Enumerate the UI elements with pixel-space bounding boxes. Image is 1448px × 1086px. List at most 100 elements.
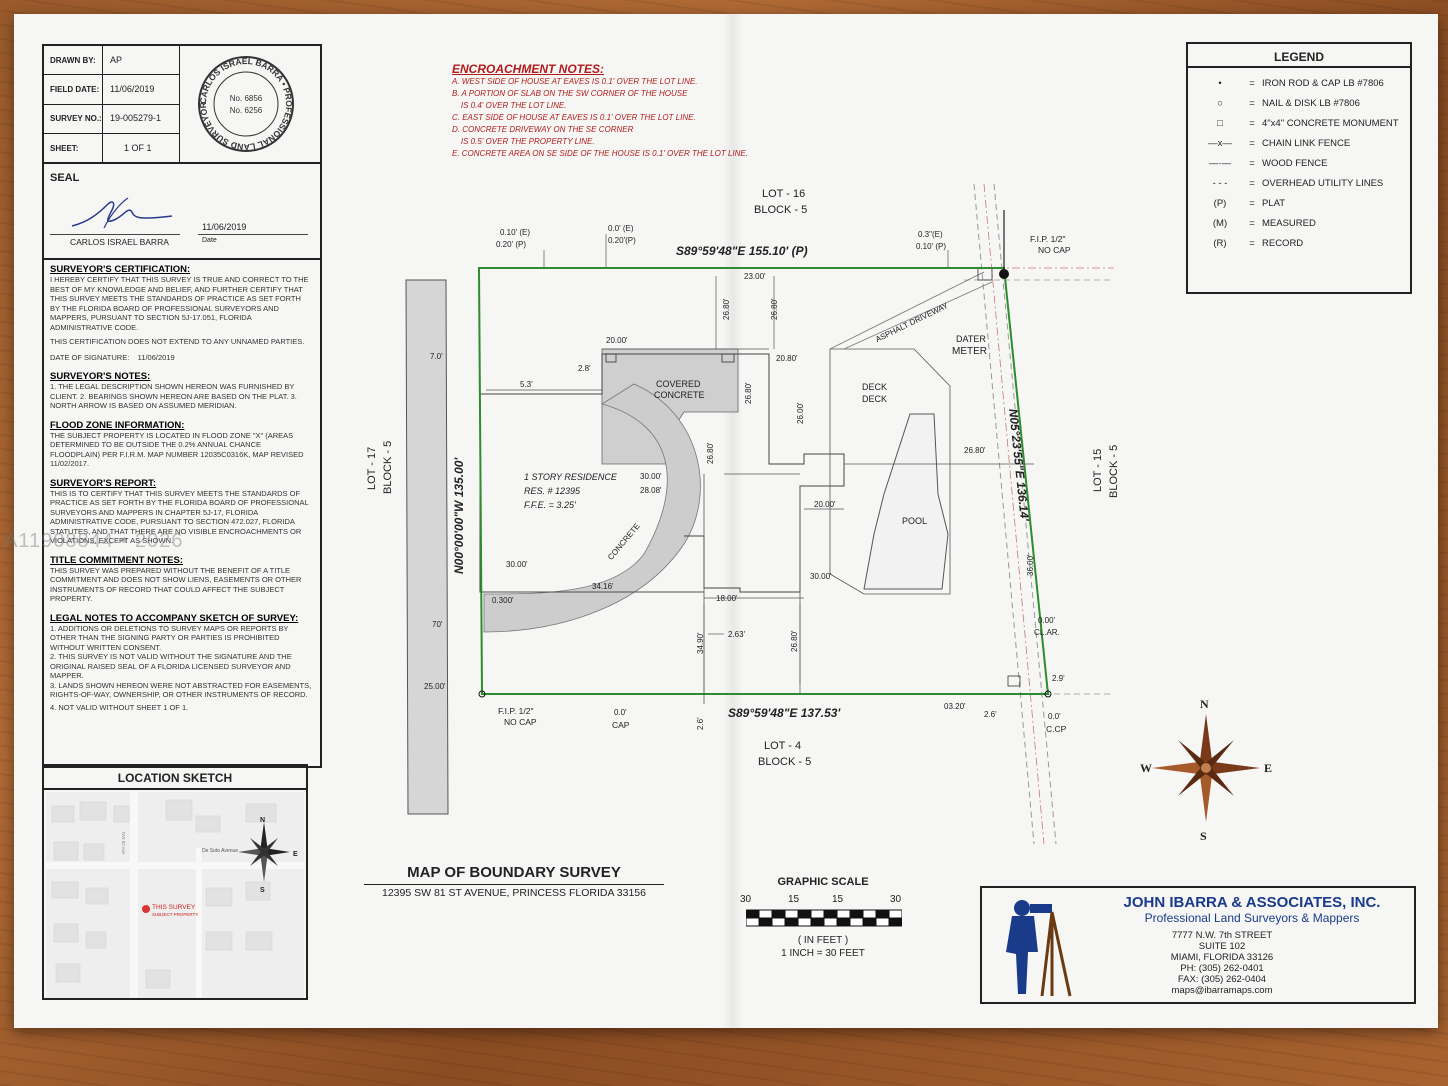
legend-text: IRON ROD & CAP LB #7806	[1262, 78, 1384, 89]
pool-label: POOL	[902, 516, 928, 526]
legend-row: —·—=WOOD FENCE	[1198, 158, 1328, 169]
block-west: BLOCK - 5	[382, 440, 394, 494]
dim-label: 0.20' (P)	[496, 240, 526, 249]
mini-compass: N E S	[238, 817, 298, 894]
map-title: MAP OF BOUNDARY SURVEY	[407, 864, 621, 881]
legend-equals: =	[1249, 238, 1255, 249]
cert-body: I HEREBY CERTIFY THAT THIS SURVEY IS TRU…	[50, 275, 309, 332]
company-box: JOHN IBARRA & ASSOCIATES, INC. Professio…	[980, 886, 1416, 1004]
compass-letter: S	[1200, 829, 1207, 842]
sheet-value: 1 OF 1	[124, 143, 152, 153]
legend-symbol: (R)	[1213, 238, 1227, 249]
scale-tick: 30	[890, 894, 902, 905]
scale-tick: 30	[740, 894, 752, 905]
dim-label: 70'	[432, 620, 443, 629]
seal-name: CARLOS ISRAEL BARRA	[70, 237, 169, 247]
concrete-label: CONCRETE	[654, 390, 705, 400]
map-marker-label: THIS SURVEY	[152, 904, 196, 911]
legend-equals: =	[1249, 98, 1255, 109]
notes-body: 1. THE LEGAL DESCRIPTION SHOWN HEREON WA…	[50, 382, 297, 410]
cert-date-label: DATE OF SIGNATURE:	[50, 352, 130, 362]
company-tagline: Professional Land Surveyors & Mappers	[1144, 911, 1360, 925]
dim-label: 0.300'	[492, 596, 514, 605]
site-plan-labels: S89°59'48"E 155.10' (P) S89°59'48"E 137.…	[344, 164, 1144, 844]
company-email[interactable]: maps@ibarramaps.com	[1171, 985, 1273, 996]
dim-label: 7.0'	[430, 352, 443, 361]
encroachment-title: ENCROACHMENT NOTES:	[452, 62, 604, 76]
company-city: MIAMI, FLORIDA 33126	[1170, 952, 1274, 963]
deck-label: DECK	[862, 382, 888, 392]
field-date-label: FIELD DATE:	[50, 85, 100, 94]
legend-equals: =	[1249, 138, 1255, 149]
legend-equals: =	[1249, 218, 1255, 229]
block-east: BLOCK - 5	[1108, 444, 1120, 498]
company-phone: PH: (305) 262-0401	[1180, 963, 1264, 974]
legend-equals: =	[1249, 198, 1255, 209]
covered-label: COVERED	[656, 379, 701, 389]
map-marker-sublabel: SUBJECT PROPERTY	[152, 912, 198, 917]
compass-letter: N	[260, 817, 265, 824]
cert-title: SURVEYOR'S CERTIFICATION:	[50, 264, 191, 275]
dim-label: 0.10' (E)	[500, 228, 530, 237]
title-commit-title: TITLE COMMITMENT NOTES:	[50, 554, 183, 566]
map-title-block: MAP OF BOUNDARY SURVEY 12395 SW 81 ST AV…	[364, 864, 664, 899]
dim-label: 34.16'	[592, 582, 614, 591]
stamp-number: No. 6256	[230, 106, 263, 115]
meter-label: METER	[952, 346, 987, 357]
street-label: NW 82 Ave	[121, 832, 126, 855]
dim-label: 2.8'	[578, 364, 591, 373]
legend-row: - - -=OVERHEAD UTILITY LINES	[1198, 178, 1384, 189]
dim-label: 2.63'	[728, 630, 746, 639]
notes-title: SURVEYOR'S NOTES:	[50, 371, 151, 382]
residence-number: RES. # 12395	[524, 486, 581, 496]
legend-row: •=IRON ROD & CAP LB #7806	[1198, 78, 1384, 89]
dim-label: 2.6'	[984, 710, 997, 719]
title-commit-body: THIS SURVEY WAS PREPARED WITHOUT THE BEN…	[50, 565, 302, 604]
dim-label: 18.00'	[716, 594, 738, 603]
dim-label: 26.80'	[722, 298, 731, 320]
legend-equals: =	[1249, 178, 1255, 189]
fip-ne-label: F.I.P. 1/2"	[1030, 234, 1066, 244]
company-fax: FAX: (305) 262-0404	[1177, 974, 1267, 985]
fip-sw-label: F.I.P. 1/2"	[498, 706, 534, 716]
scale-ratio: 1 INCH = 30 FEET	[781, 948, 865, 959]
dim-label: 20.80'	[776, 354, 798, 363]
lot-south: LOT - 4	[764, 740, 802, 752]
stamp-ring-text: CARLOS ISRAEL BARRA • PROFESSIONAL LAND …	[198, 56, 294, 152]
survey-no-label: SURVEY NO.:	[50, 114, 102, 123]
encroachment-item: C. EAST SIDE OF HOUSE AT EAVES IS 0.1' O…	[452, 113, 696, 122]
dim-label: 0.0'	[1048, 712, 1061, 721]
ffe-label: F.F.E. = 3.25'	[524, 500, 576, 510]
legend-text: WOOD FENCE	[1262, 158, 1328, 169]
driveway-label: ASPHALT DRIVEWAY	[874, 301, 950, 345]
report-title: SURVEYOR'S REPORT:	[50, 477, 157, 489]
legend-symbol: (M)	[1212, 218, 1228, 229]
flood-title: FLOOD ZONE INFORMATION:	[50, 419, 185, 431]
block-south: BLOCK - 5	[758, 756, 812, 768]
drawn-by-label: DRAWN BY:	[50, 56, 96, 65]
survey-no-value: 19-005279-1	[110, 113, 162, 123]
scale-tick: 15	[832, 894, 844, 905]
location-sketch: LOCATION SKETCH De Soto Avenue NW 82 Ave…	[42, 764, 308, 1000]
drawn-by-value: AP	[110, 55, 123, 65]
scale-bar	[745, 909, 903, 927]
legend-symbol: •	[1218, 78, 1222, 89]
nocap-sw-label: NO CAP	[504, 717, 537, 727]
dim-label: 20.00'	[814, 500, 836, 509]
mls-watermark: A11908844 • 2026	[4, 530, 184, 552]
seal-label: SEAL	[50, 172, 80, 184]
scale-tick: 15	[788, 894, 800, 905]
report-body: THIS IS TO CERTIFY THAT THIS SURVEY MEET…	[50, 488, 309, 546]
legend-equals: =	[1249, 118, 1255, 129]
legend-text: CHAIN LINK FENCE	[1262, 138, 1351, 149]
dim-label: 26.80'	[790, 630, 799, 652]
deck-label: DECK	[862, 394, 888, 404]
legend-row: —x—=CHAIN LINK FENCE	[1198, 138, 1350, 149]
compass-rose: N W E S	[1140, 698, 1272, 842]
encroachment-item: A. WEST SIDE OF HOUSE AT EAVES IS 0.1' O…	[452, 77, 698, 86]
dim-label: 26.00'	[796, 402, 805, 424]
legal-title: LEGAL NOTES TO ACCOMPANY SKETCH OF SURVE…	[50, 612, 299, 624]
east-bearing: N05°23'55"E 136.14'	[1006, 408, 1032, 522]
concrete-curve-label: CONCRETE	[606, 521, 642, 562]
dim-label: 30.00'	[506, 560, 528, 569]
